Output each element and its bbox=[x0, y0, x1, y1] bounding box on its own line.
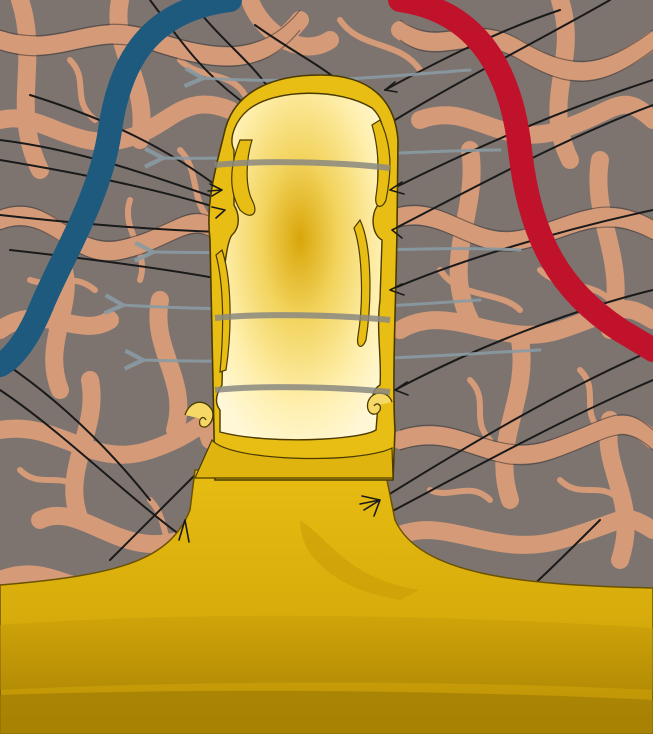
base-shading-band bbox=[0, 616, 653, 690]
base-dark-band bbox=[0, 691, 653, 734]
